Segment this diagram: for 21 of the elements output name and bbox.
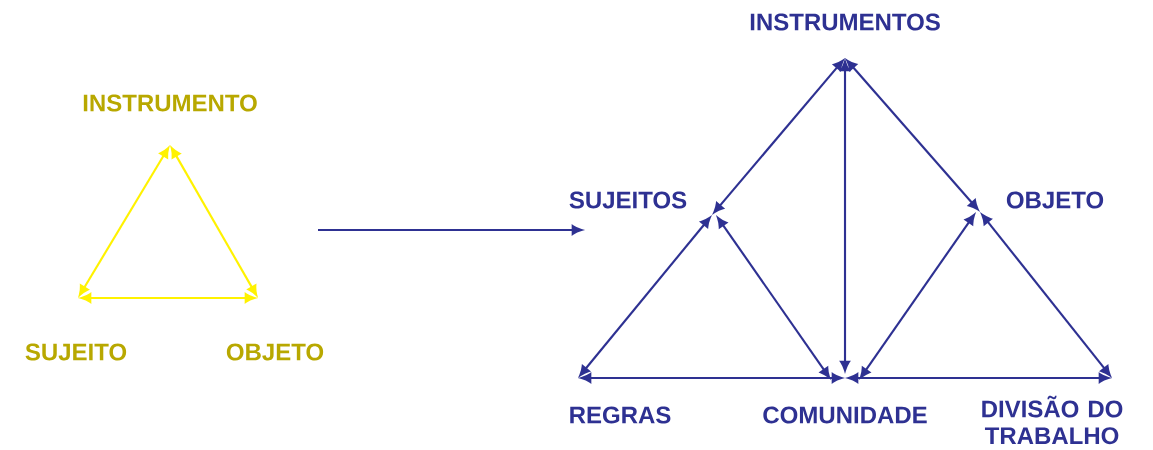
arrow	[860, 214, 975, 379]
arrow	[580, 373, 843, 384]
node-label: SUJEITO	[25, 343, 127, 361]
arrow	[80, 293, 256, 304]
arrow	[78, 147, 170, 296]
node-label: INSTRUMENTO	[83, 94, 257, 112]
node-label: DIVISÃO DO TRABALHO	[982, 395, 1123, 445]
arrow	[170, 147, 258, 296]
arrow	[981, 213, 1111, 377]
arrow	[579, 216, 711, 377]
arrow	[713, 59, 844, 214]
node-label: SUJEITOS	[569, 191, 687, 209]
arrow	[717, 217, 830, 379]
arrow	[847, 373, 1110, 384]
arrow	[840, 60, 851, 372]
node-label: COMUNIDADE	[763, 406, 927, 424]
node-label: OBJETO	[226, 343, 324, 361]
node-label: OBJETO	[1006, 191, 1104, 209]
node-label: REGRAS	[570, 406, 671, 424]
arrow	[846, 59, 979, 211]
node-label: INSTRUMENTOS	[750, 13, 940, 31]
